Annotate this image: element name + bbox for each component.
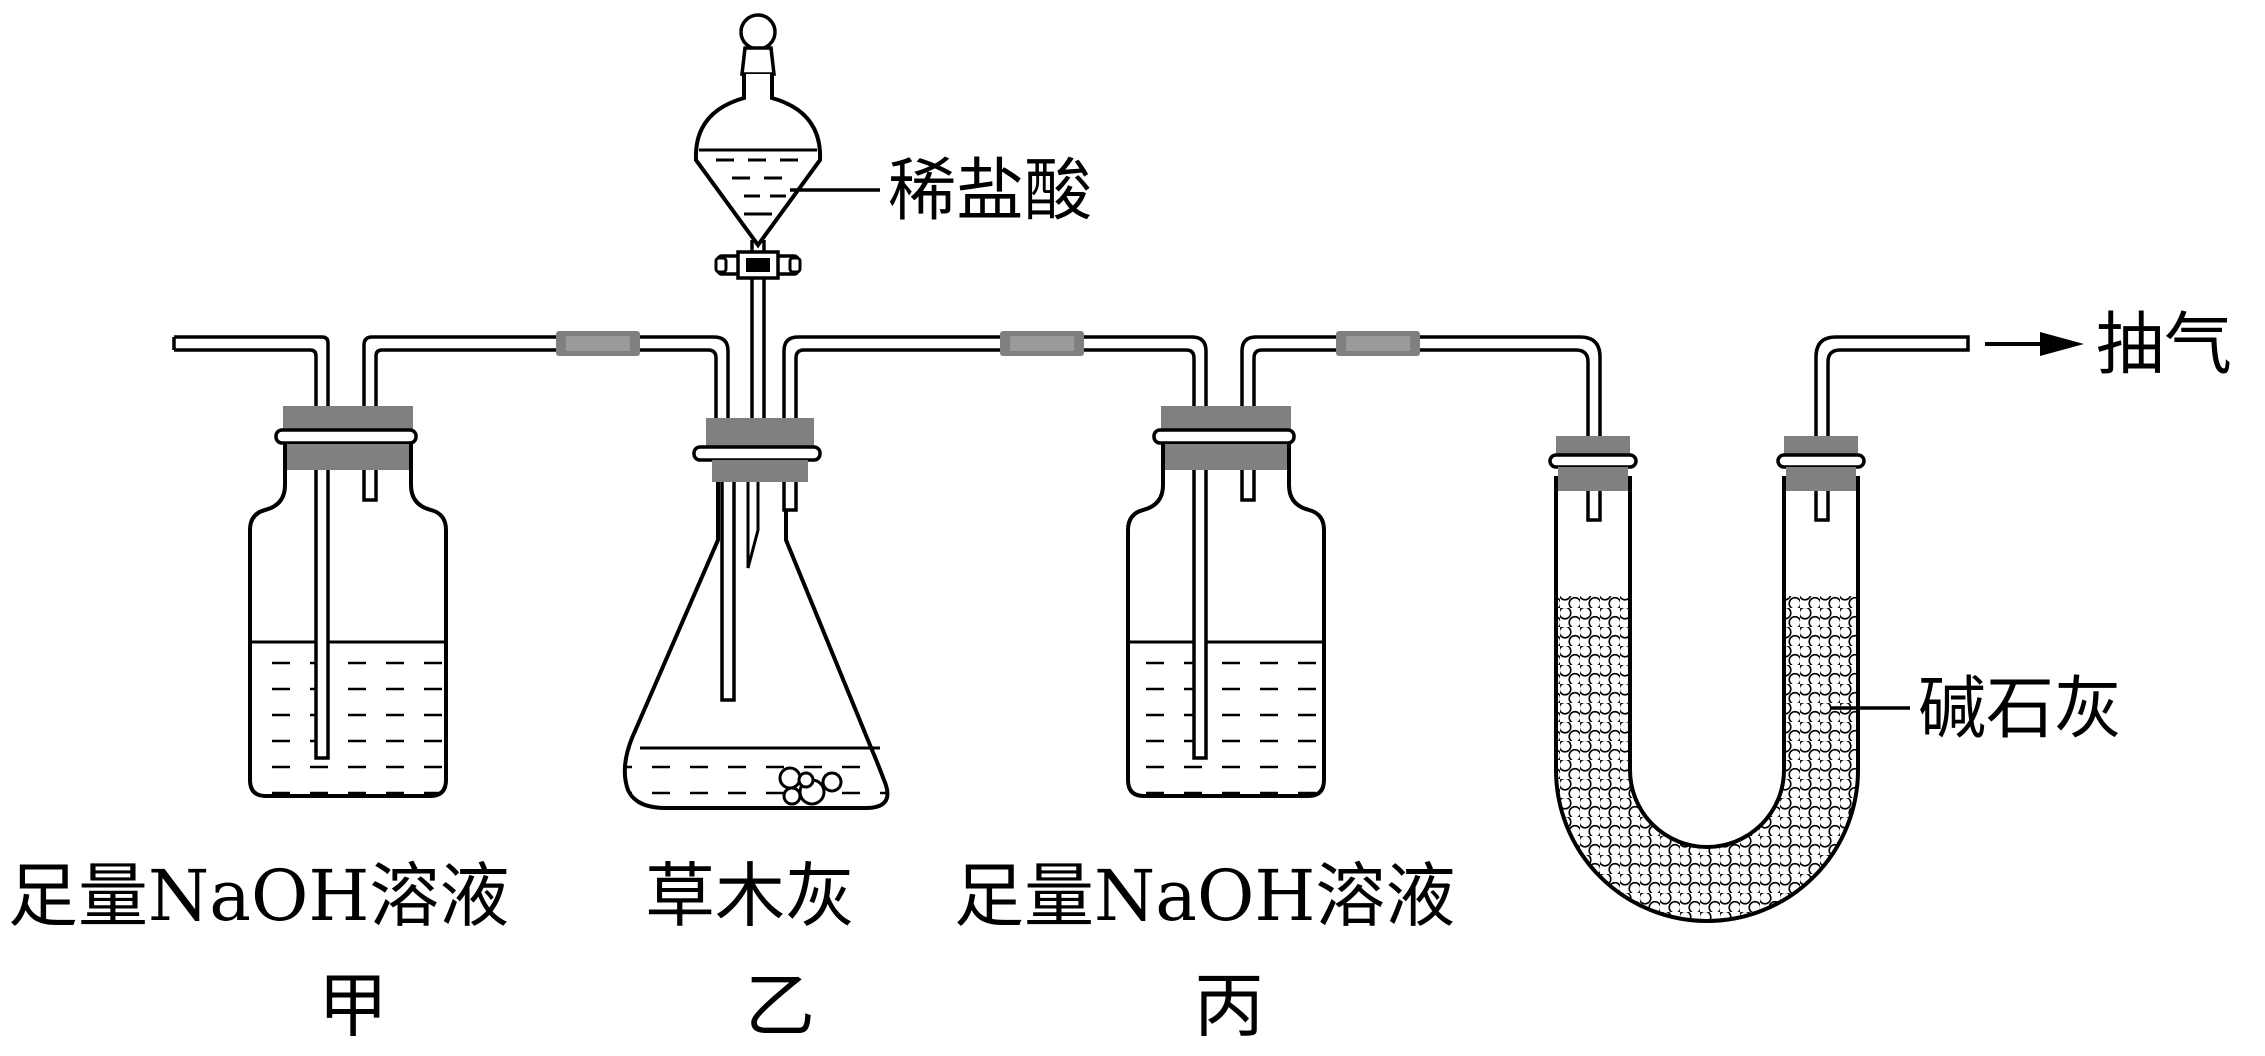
bottle-a-stopper-plug bbox=[287, 444, 409, 470]
u-tube-right-rim bbox=[1776, 453, 1866, 469]
u-tube-left-stopper-top bbox=[1556, 436, 1630, 456]
bottle-a-inlet-tube bbox=[314, 470, 330, 760]
u-tube-left-rim bbox=[1548, 453, 1638, 469]
bottle-c-stopper-plug bbox=[1165, 444, 1287, 470]
rubber-connector-1 bbox=[556, 331, 640, 356]
flask-reagent-label: 草木灰 bbox=[645, 855, 855, 937]
gas-washing-bottle-a bbox=[172, 335, 556, 798]
u-tube-left-tube bbox=[1586, 491, 1602, 522]
soda-lime-label: 碱石灰 bbox=[1918, 670, 2122, 749]
funnel-liquid bbox=[716, 158, 798, 216]
bottle-c-rim bbox=[1152, 428, 1296, 445]
flask-liquid bbox=[624, 748, 888, 808]
bottle-a-air-inlet-pipe bbox=[172, 335, 330, 406]
separatory-funnel: 稀盐酸 bbox=[693, 13, 1092, 418]
u-tube: 碱石灰 bbox=[1420, 335, 2122, 923]
flask-outlet-pipe bbox=[782, 335, 1000, 418]
bottle-a-liquid bbox=[250, 642, 446, 796]
bottle-a-connection-pipe bbox=[362, 335, 556, 406]
u-tube-outlet-pipe bbox=[1814, 335, 1970, 436]
funnel-stem-inside bbox=[746, 482, 760, 569]
flask-name-label: 乙 bbox=[745, 965, 815, 1047]
pump-label: 抽气 bbox=[2096, 306, 2232, 385]
bottle-c-name-label: 丙 bbox=[1194, 965, 1264, 1047]
stopcock bbox=[714, 250, 802, 280]
arrow-head-icon bbox=[2040, 332, 2084, 356]
conical-flask-b bbox=[622, 335, 1000, 810]
u-tube-right-tube bbox=[1814, 491, 1830, 522]
u-tube-body bbox=[1554, 476, 1860, 923]
u-tube-inlet-pipe bbox=[1420, 335, 1602, 436]
flask-inlet-pipe bbox=[640, 335, 730, 418]
bottle-c-reagent-label: 足量NaOH溶液 bbox=[954, 855, 1455, 937]
funnel-stem-lower bbox=[750, 278, 766, 418]
flask-outlet-tube bbox=[782, 482, 798, 512]
flask-inlet-tube bbox=[720, 482, 736, 702]
funnel-reagent-label: 稀盐酸 bbox=[888, 152, 1092, 231]
funnel-stopper-knob bbox=[739, 13, 777, 51]
pump-arrow: 抽气 bbox=[1985, 306, 2232, 385]
bottle-c-outlet-pipe bbox=[1240, 335, 1336, 406]
bottle-c-body bbox=[1126, 440, 1326, 798]
bottle-a-outlet-tube bbox=[362, 470, 378, 502]
rubber-connector-3 bbox=[1336, 331, 1420, 356]
bottle-a-body bbox=[248, 440, 448, 798]
bottle-a-reagent-label: 足量NaOH溶液 bbox=[8, 855, 509, 937]
bottle-a-rim bbox=[274, 428, 418, 445]
bottle-c-inlet-pipe bbox=[1084, 335, 1208, 406]
bottle-c-outlet-tube bbox=[1240, 470, 1256, 502]
rubber-connector-2 bbox=[1000, 331, 1084, 356]
flask-stopper-plug bbox=[712, 460, 808, 482]
gas-washing-bottle-c bbox=[1084, 335, 1336, 798]
flask-stopper-top bbox=[706, 418, 814, 448]
flask-body bbox=[622, 468, 890, 810]
funnel-stopper bbox=[740, 46, 776, 76]
flask-rim bbox=[692, 445, 822, 462]
u-tube-left-stopper-plug bbox=[1558, 467, 1628, 491]
u-tube-pellets bbox=[1556, 596, 1858, 921]
bottle-c-liquid bbox=[1128, 642, 1324, 796]
plant-ash-solid bbox=[778, 766, 843, 806]
bottle-a-stopper-top bbox=[283, 406, 413, 431]
bottle-c-inlet-tube bbox=[1192, 470, 1208, 760]
bottle-a-name-label: 甲 bbox=[318, 965, 388, 1047]
bottle-c-stopper-top bbox=[1161, 406, 1291, 431]
u-tube-right-stopper-top bbox=[1784, 436, 1858, 456]
u-tube-right-stopper-plug bbox=[1786, 467, 1856, 491]
